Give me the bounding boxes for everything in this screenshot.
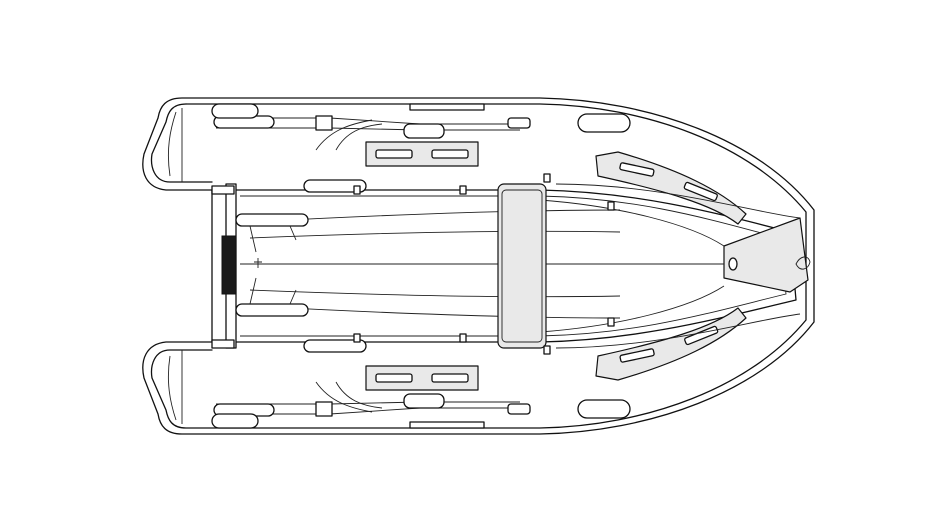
keel-line-upper (249, 230, 621, 239)
seat-bench (497, 183, 547, 349)
keel-line-lower (249, 289, 621, 298)
bow-pad-starboard-slot-1 (619, 348, 655, 363)
bow-deck-curve-top (539, 199, 725, 247)
transom-drain (254, 258, 262, 268)
handle-starboard-aft (577, 399, 631, 419)
bow-seam (555, 183, 801, 349)
transom-motor-mount (221, 235, 237, 295)
fitting-port-4 (607, 201, 615, 211)
bow-drain-plug (728, 257, 738, 271)
oar-collar-starboard (315, 401, 333, 417)
fitting-starboard-1 (353, 333, 361, 343)
oarlock-starboard (403, 393, 445, 409)
oar-grip-port (507, 117, 531, 129)
bow-pad-port (595, 151, 747, 225)
handle-port-inner (303, 179, 367, 193)
handle-transom-top (211, 103, 259, 119)
transom-strut-upper (235, 213, 309, 227)
handle-port-aft (577, 113, 631, 133)
pocket-starboard-slot-1 (375, 373, 413, 383)
fitting-starboard-3 (543, 345, 551, 355)
oar-swoop-starboard (315, 381, 383, 413)
oarlock-port (403, 123, 445, 139)
tube-cone-port (167, 108, 183, 182)
fitting-starboard-4 (607, 317, 615, 327)
handle-starboard-inner (303, 339, 367, 353)
oar-grip-starboard (507, 403, 531, 415)
bow-pad-port-slot-1 (619, 162, 655, 177)
tube-cone-starboard (167, 350, 183, 424)
fitting-port-1 (353, 185, 361, 195)
tube-graphic-starboard (409, 421, 485, 429)
hull-outer-outline (142, 97, 815, 435)
transom-plate-bottom (211, 339, 235, 349)
bow-pad-port-slot-2 (683, 181, 718, 202)
oar-collar-port (315, 115, 333, 131)
hull-inner-outline (150, 103, 807, 429)
transom-plate-top (211, 185, 235, 195)
deck-outline (231, 189, 797, 343)
oar-swoop-port (315, 119, 383, 151)
fitting-port-2 (459, 185, 467, 195)
pocket-port-slot-1 (375, 149, 413, 159)
transom-strut-upper-flare (249, 225, 297, 253)
seat-bench-top (501, 189, 543, 343)
bow-platform (723, 217, 809, 293)
fitting-starboard-2 (459, 333, 467, 343)
bow-towing-eye (795, 256, 811, 270)
hull-inner-outline-top (150, 103, 213, 183)
pocket-port-slot-2 (431, 149, 469, 159)
transom-strut-lower-flare (249, 277, 297, 305)
bow-deck-curve-bottom (539, 285, 725, 333)
fitting-port-3 (543, 173, 551, 183)
bow-pad-starboard (595, 307, 747, 381)
handle-transom-bottom (211, 413, 259, 429)
transom-strut-lower (235, 303, 309, 317)
pocket-starboard-slot-2 (431, 373, 469, 383)
tube-graphic-port (409, 103, 485, 111)
